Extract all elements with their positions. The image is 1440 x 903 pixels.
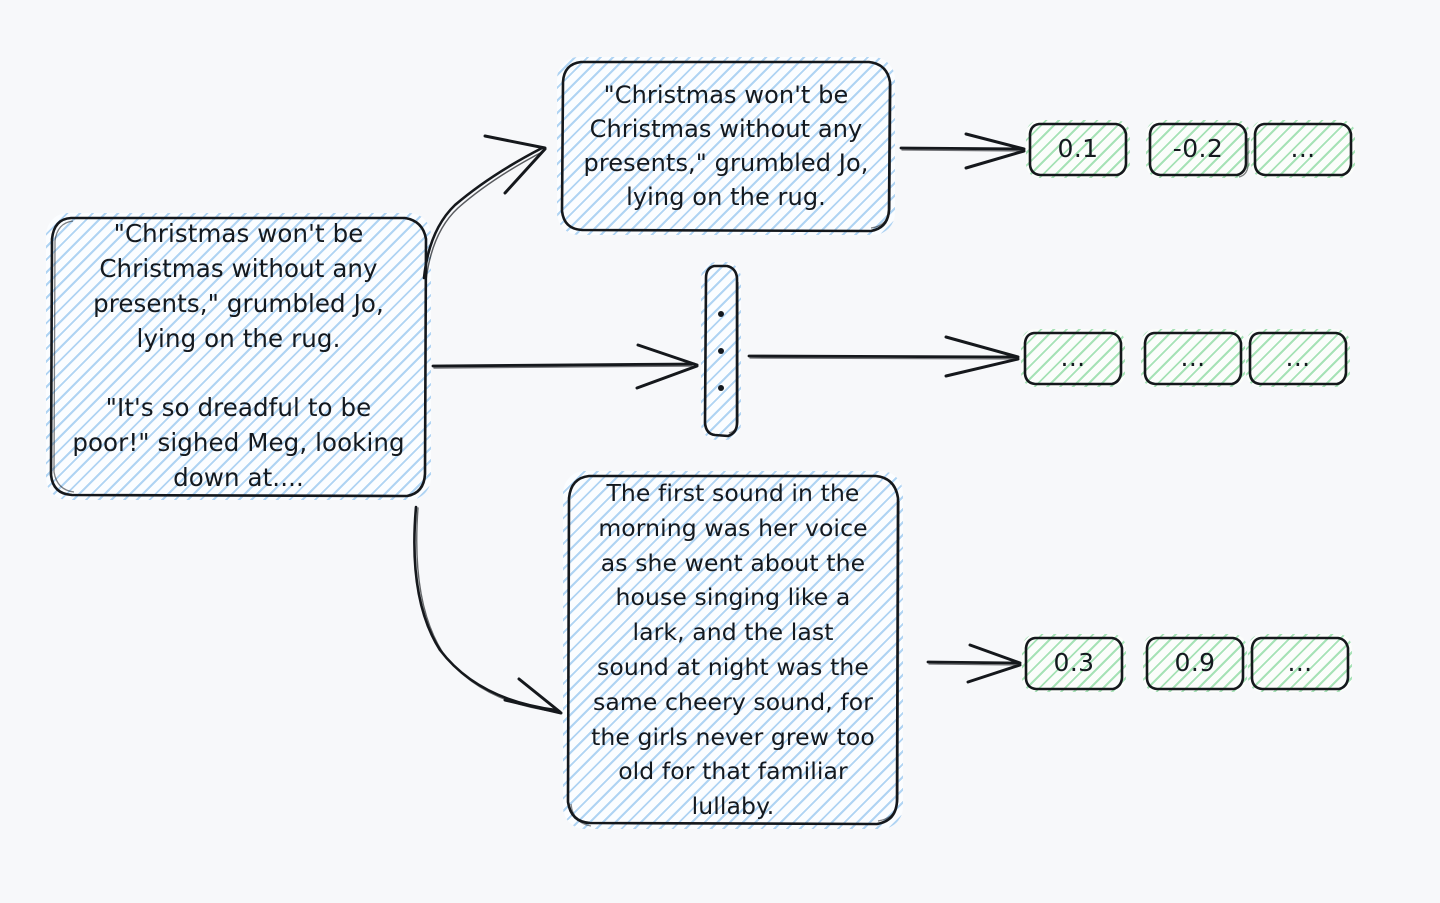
vector-value: 0.3 <box>1053 648 1095 678</box>
vector-value: 0.9 <box>1174 648 1216 678</box>
vector-box-middle-0[interactable]: ... <box>1021 329 1125 387</box>
vector-box-top-0[interactable]: 0.1 <box>1026 120 1130 178</box>
vector-value: -0.2 <box>1172 134 1224 164</box>
arrow-source-to-chunk-top <box>422 134 547 281</box>
vector-value: ... <box>1290 134 1316 164</box>
arrow-chunk-middle-to-vector-middle <box>747 335 1020 378</box>
chunk-top-text: "Christmas won't be Christmas without an… <box>583 80 869 212</box>
vector-box-middle-1[interactable]: ... <box>1141 329 1245 387</box>
chunk-box-top[interactable]: "Christmas won't be Christmas without an… <box>557 57 895 235</box>
vector-box-top-2[interactable]: ... <box>1251 120 1355 178</box>
arrow-source-to-chunk-bottom <box>413 505 563 715</box>
vector-value: ... <box>1180 343 1206 373</box>
vector-box-top-1[interactable]: -0.2 <box>1146 120 1250 178</box>
vector-value: ... <box>1060 343 1086 373</box>
vector-box-bottom-1[interactable]: 0.9 <box>1143 634 1247 692</box>
source-document-text: "Christmas won't be Christmas without an… <box>72 219 405 492</box>
vector-value: 0.1 <box>1057 134 1099 164</box>
vector-box-middle-2[interactable]: ... <box>1246 329 1350 387</box>
vertical-ellipsis-icon <box>718 311 724 391</box>
vector-value: ... <box>1285 343 1311 373</box>
source-document-box[interactable]: "Christmas won't be Christmas without an… <box>46 213 431 500</box>
chunk-box-middle-ellipsis[interactable] <box>701 262 741 440</box>
chunk-box-bottom[interactable]: The first sound in the morning was her v… <box>563 471 903 829</box>
vector-value: ... <box>1287 648 1313 678</box>
vector-box-bottom-0[interactable]: 0.3 <box>1022 634 1126 692</box>
chunk-bottom-text: The first sound in the morning was her v… <box>591 479 875 821</box>
arrow-chunk-bottom-to-vector-bottom <box>926 643 1022 684</box>
arrow-source-to-chunk-middle <box>431 343 699 390</box>
arrow-chunk-top-to-vector-top <box>899 132 1026 170</box>
vector-box-bottom-2[interactable]: ... <box>1248 634 1352 692</box>
